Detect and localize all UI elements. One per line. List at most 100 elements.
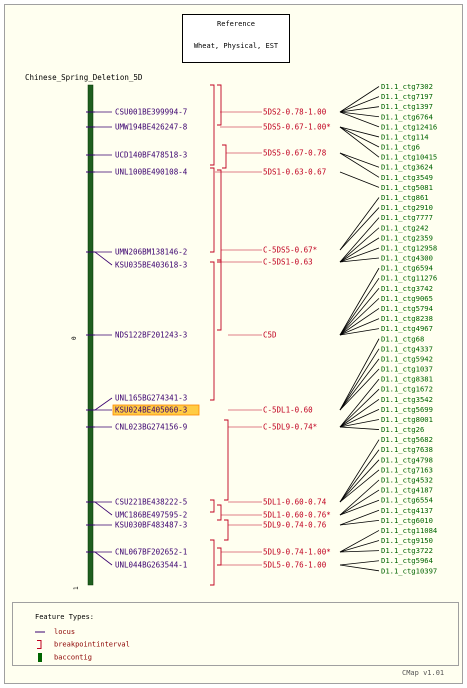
contig-label[interactable]: D1.1_ctg10397 [381, 566, 437, 575]
contig-correspondence-line [339, 519, 380, 526]
contig-correspondence-line [339, 459, 380, 503]
contig-label[interactable]: D1.1_ctg3542 [381, 395, 433, 404]
locus-label[interactable]: KSU024BE405060-3 [115, 406, 187, 415]
locus-label[interactable]: UNL165BG274341-3 [115, 394, 187, 403]
interval-label[interactable]: 5DS1-0.63-0.67 [263, 168, 326, 177]
contig-label[interactable]: D1.1_ctg5964 [381, 556, 433, 565]
contig-correspondence-line [339, 257, 380, 263]
contig-label[interactable]: D1.1_ctg2910 [381, 203, 433, 212]
interval-label[interactable]: 5DL5-0.76-1.00 [263, 561, 327, 570]
contig-correspondence-line [339, 96, 380, 113]
contig-label[interactable]: D1.1_ctg5794 [381, 304, 433, 313]
contig-label[interactable]: D1.1_ctg9065 [381, 294, 433, 303]
locus-label[interactable]: KSU035BE403618-3 [115, 261, 187, 270]
contig-label[interactable]: D1.1_ctg7163 [381, 465, 433, 474]
contig-label[interactable]: D1.1_ctg5699 [381, 405, 433, 414]
contig-label[interactable]: D1.1_ctg12958 [381, 243, 437, 252]
contig-label[interactable]: D1.1_ctg7777 [381, 213, 433, 222]
breakpointinterval-bracket [217, 259, 222, 331]
contig-label[interactable]: D1.1_ctg5682 [381, 435, 433, 444]
interval-label[interactable]: C-5DS1-0.63 [263, 258, 313, 267]
locus-label[interactable]: KSU030BF483487-3 [115, 521, 187, 530]
contig-label[interactable]: D1.1_ctg4187 [381, 486, 433, 495]
contig-correspondence-line [339, 111, 380, 128]
contig-label[interactable]: D1.1_ctg5081 [381, 183, 433, 192]
interval-label[interactable]: 5DL9-0.74-1.00* [263, 548, 331, 557]
contig-label[interactable]: D1.1_ctg5942 [381, 354, 433, 363]
contig-label[interactable]: D1.1_ctg11276 [381, 274, 437, 283]
contig-label[interactable]: D1.1_ctg3742 [381, 284, 433, 293]
breakpointinterval-bracket [210, 261, 215, 401]
contig-label[interactable]: D1.1_ctg6010 [381, 516, 433, 525]
contig-label[interactable]: D1.1_ctg1672 [381, 385, 433, 394]
contig-label[interactable]: D1.1_ctg7302 [381, 82, 433, 91]
contig-correspondence-line [339, 426, 380, 430]
contig-label[interactable]: D1.1_ctg114 [381, 132, 429, 141]
contig-correspondence-line [339, 152, 380, 168]
contig-label[interactable]: D1.1_ctg3549 [381, 173, 433, 182]
locus-label[interactable]: UMC186BE497595-2 [115, 511, 187, 520]
interval-label[interactable]: 5DS5-0.67-1.00* [263, 123, 331, 132]
interval-label[interactable]: 5DL9-0.74-0.76 [263, 521, 327, 530]
interval-label[interactable]: 5DL1-0.60-0.76* [263, 511, 331, 520]
locus-label[interactable]: CNL023BG274156-9 [115, 423, 187, 432]
contig-label[interactable]: D1.1_ctg242 [381, 223, 429, 232]
interval-label[interactable]: C-5DL9-0.74* [263, 423, 317, 432]
interval-label[interactable]: C5D [263, 331, 277, 340]
map-title[interactable]: Chinese_Spring_Deletion_5D [25, 73, 143, 82]
locus-label[interactable]: UMN206BM138146-2 [115, 248, 187, 257]
contig-label[interactable]: D1.1_ctg3624 [381, 163, 433, 172]
locus-label[interactable]: NDS122BF201243-3 [115, 331, 187, 340]
contig-label[interactable]: D1.1_ctg4300 [381, 254, 433, 263]
contig-label[interactable]: D1.1_ctg861 [381, 193, 429, 202]
contig-label[interactable]: D1.1_ctg6554 [381, 496, 433, 505]
contig-label[interactable]: D1.1_ctg8001 [381, 415, 433, 424]
interval-label[interactable]: 5DS2-0.78-1.00 [263, 108, 327, 117]
locus-label[interactable]: UNL100BE490108-4 [115, 168, 188, 177]
bar-icon [38, 653, 42, 662]
contig-correspondence-line [339, 398, 380, 428]
contig-correspondence-line [339, 564, 380, 572]
contig-label[interactable]: D1.1_ctg10415 [381, 153, 437, 162]
contig-label[interactable]: D1.1_ctg11084 [381, 526, 437, 535]
interval-label[interactable]: 5DL1-0.60-0.74 [263, 498, 327, 507]
contig-label[interactable]: D1.1_ctg9150 [381, 536, 433, 545]
legend-item-locus: locus [35, 628, 75, 636]
contig-label[interactable]: D1.1_ctg4967 [381, 324, 433, 333]
contig-correspondence-line [339, 298, 380, 336]
locus-label[interactable]: UNL044BG263544-1 [115, 561, 187, 570]
contig-label[interactable]: D1.1_ctg6 [381, 143, 420, 152]
contig-label[interactable]: D1.1_ctg6764 [381, 112, 433, 121]
breakpointinterval-bracket [224, 519, 229, 541]
contig-label[interactable]: D1.1_ctg4798 [381, 455, 433, 464]
contig-correspondence-line [339, 479, 380, 516]
contig-label[interactable]: D1.1_ctg12416 [381, 122, 437, 131]
contig-label[interactable]: D1.1_ctg7197 [381, 92, 433, 101]
locus-label[interactable]: CNL067BF202652-1 [115, 548, 187, 557]
contig-label[interactable]: D1.1_ctg8238 [381, 314, 433, 323]
breakpointinterval-bracket [217, 547, 222, 566]
locus-label[interactable]: CSU001BE399994-7 [115, 108, 187, 117]
breakpointinterval-bracket [210, 539, 215, 586]
contig-label[interactable]: D1.1_ctg1037 [381, 365, 433, 374]
locus-label[interactable]: CSU221BE438222-5 [115, 498, 187, 507]
contig-label[interactable]: D1.1_ctg3722 [381, 546, 433, 555]
contig-label[interactable]: D1.1_ctg6594 [381, 264, 433, 273]
contig-label[interactable]: D1.1_ctg4337 [381, 344, 433, 353]
contig-label[interactable]: D1.1_ctg2359 [381, 233, 433, 242]
contig-label[interactable]: D1.1_ctg4137 [381, 506, 433, 515]
interval-label[interactable]: 5DS5-0.67-0.78 [263, 149, 327, 158]
contig-label[interactable]: D1.1_ctg4532 [381, 476, 433, 485]
locus-label[interactable]: UMW194BE426247-8 [115, 123, 188, 132]
interval-label[interactable]: C-5DL1-0.60 [263, 406, 313, 415]
contig-label[interactable]: D1.1_ctg26 [381, 425, 424, 434]
locus-label[interactable]: UCD140BF478518-3 [115, 151, 187, 160]
reference-map-box[interactable]: Reference Wheat, Physical, EST [182, 14, 290, 63]
contig-correspondence-line [339, 328, 380, 336]
contig-label[interactable]: D1.1_ctg8381 [381, 375, 433, 384]
interval-label[interactable]: C-5DS5-0.67* [263, 246, 317, 255]
contig-label[interactable]: D1.1_ctg7638 [381, 445, 433, 454]
breakpointinterval-bracket [217, 84, 222, 126]
contig-label[interactable]: D1.1_ctg1397 [381, 102, 433, 111]
contig-label[interactable]: D1.1_ctg68 [381, 334, 424, 343]
